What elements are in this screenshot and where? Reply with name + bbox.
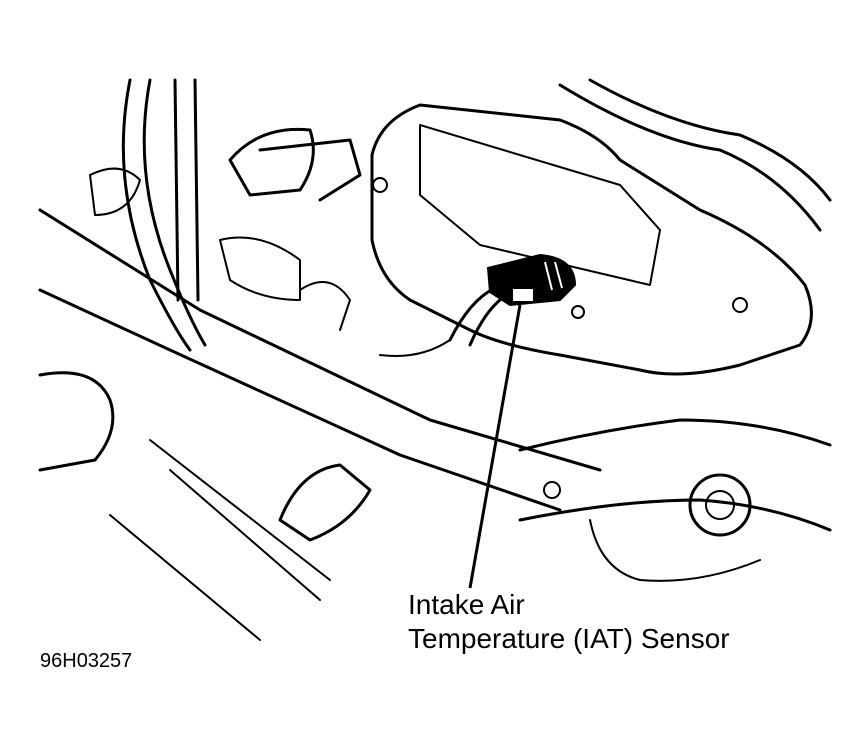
hoses-right xyxy=(518,78,832,582)
iat-sensor-callout-label: Intake Air Temperature (IAT) Sensor xyxy=(408,588,730,656)
callout-line-1: Intake Air xyxy=(408,589,525,620)
callout-line-2: Temperature (IAT) Sensor xyxy=(408,623,730,654)
callout-leader-line xyxy=(468,304,522,589)
hoses-left xyxy=(89,78,362,352)
manifold-runners xyxy=(38,208,602,641)
intake-plenum xyxy=(370,103,813,376)
figure-id: 96H03257 xyxy=(40,650,133,672)
iat-sensor-connector xyxy=(486,253,577,307)
sensor-wiring xyxy=(379,286,507,357)
